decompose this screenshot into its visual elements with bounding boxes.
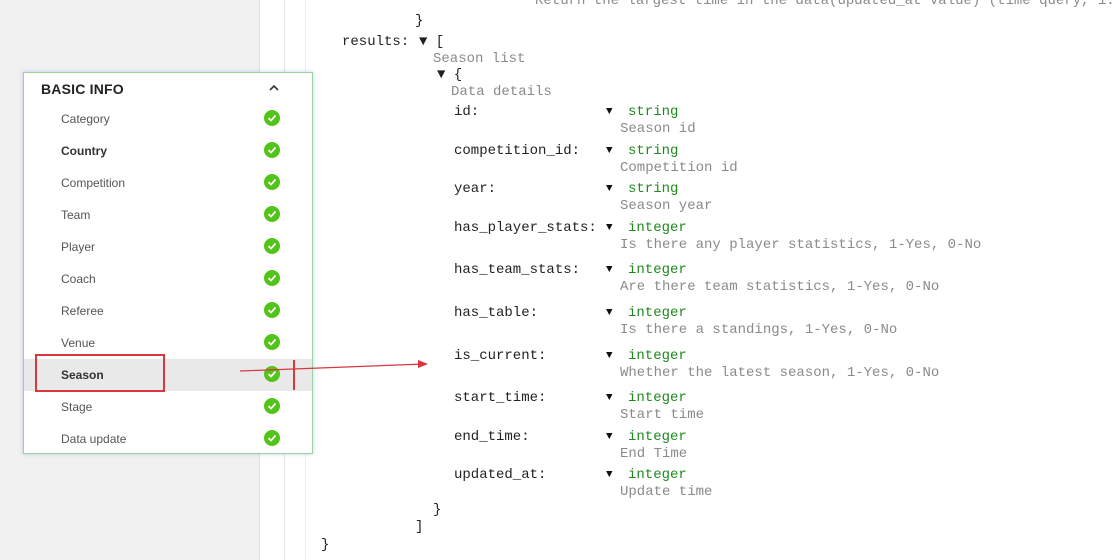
schema-comment: Return the largest time in the data(upda… bbox=[535, 0, 1115, 9]
panel-item-competition[interactable]: Competition bbox=[24, 167, 312, 199]
panel-item-team[interactable]: Team bbox=[24, 199, 312, 231]
triangle-down-icon[interactable]: ▼ bbox=[606, 307, 613, 319]
field-name: id: bbox=[454, 104, 480, 120]
panel-item-label: Category bbox=[61, 112, 110, 126]
field-name: has_team_stats: bbox=[454, 262, 581, 278]
field-type: integer bbox=[628, 262, 687, 278]
field-type: integer bbox=[628, 305, 687, 321]
triangle-down-icon[interactable]: ▼ bbox=[606, 431, 613, 443]
check-circle-icon bbox=[264, 238, 280, 254]
field-type: string bbox=[628, 181, 679, 197]
check-circle-icon bbox=[264, 174, 280, 190]
field-description: Whether the latest season, 1-Yes, 0-No bbox=[620, 365, 940, 381]
panel-item-label: Competition bbox=[61, 176, 126, 190]
triangle-down-icon[interactable]: ▼ bbox=[606, 264, 613, 276]
field-name: year: bbox=[454, 181, 497, 197]
triangle-down-icon[interactable]: ▼ bbox=[606, 106, 613, 118]
field-description: Season id bbox=[620, 121, 696, 137]
triangle-down-icon[interactable]: ▼ bbox=[606, 392, 613, 404]
panel-item-season[interactable]: Season bbox=[24, 359, 312, 391]
panel-item-label: Coach bbox=[61, 272, 96, 286]
results-array-toggle[interactable]: ▼ [ bbox=[419, 34, 445, 50]
object-toggle[interactable]: ▼ { bbox=[437, 67, 463, 83]
object-close-brace: } bbox=[433, 502, 442, 518]
results-key: results: bbox=[342, 34, 410, 50]
check-circle-icon bbox=[264, 430, 280, 446]
triangle-down-icon[interactable]: ▼ bbox=[606, 145, 613, 157]
panel-item-label: Data update bbox=[61, 432, 127, 446]
field-name: updated_at: bbox=[454, 467, 547, 483]
field-description: Start time bbox=[620, 407, 705, 423]
field-type: integer bbox=[628, 348, 687, 364]
triangle-down-icon[interactable]: ▼ bbox=[606, 222, 613, 234]
triangle-down-icon[interactable]: ▼ bbox=[606, 183, 613, 195]
field-name: start_time: bbox=[454, 390, 547, 406]
check-circle-icon bbox=[264, 142, 280, 158]
panel-item-label: Referee bbox=[61, 304, 104, 318]
field-name: has_table: bbox=[454, 305, 539, 321]
field-description: Is there a standings, 1-Yes, 0-No bbox=[620, 322, 898, 338]
field-name: competition_id: bbox=[454, 143, 581, 159]
array-close-bracket: ] bbox=[415, 519, 424, 535]
field-type: integer bbox=[628, 220, 687, 236]
panel-item-player[interactable]: Player bbox=[24, 231, 312, 263]
check-circle-icon bbox=[264, 398, 280, 414]
object-description: Data details bbox=[451, 84, 552, 100]
panel-item-label: Venue bbox=[61, 336, 96, 350]
triangle-down-icon[interactable]: ▼ bbox=[606, 469, 613, 481]
field-description: Is there any player statistics, 1-Yes, 0… bbox=[620, 237, 982, 253]
field-description: Season year bbox=[620, 198, 713, 214]
check-circle-icon bbox=[264, 302, 280, 318]
triangle-down-icon[interactable]: ▼ bbox=[606, 350, 613, 362]
panel-item-label: Country bbox=[61, 144, 107, 158]
field-type: integer bbox=[628, 390, 687, 406]
panel-item-stage[interactable]: Stage bbox=[24, 391, 312, 423]
panel-item-coach[interactable]: Coach bbox=[24, 263, 312, 295]
schema-close-brace: } bbox=[415, 13, 424, 29]
field-type: string bbox=[628, 143, 679, 159]
field-description: End Time bbox=[620, 446, 688, 462]
field-name: is_current: bbox=[454, 348, 547, 364]
panel-item-category[interactable]: Category bbox=[24, 103, 312, 135]
season-highlight-box bbox=[35, 354, 165, 392]
panel-item-label: Team bbox=[61, 208, 91, 222]
field-type: string bbox=[628, 104, 679, 120]
panel-item-referee[interactable]: Referee bbox=[24, 295, 312, 327]
field-name: has_player_stats: bbox=[454, 220, 597, 236]
panel-item-data-update[interactable]: Data update bbox=[24, 423, 312, 455]
panel-item-label: Season bbox=[61, 368, 104, 382]
chevron-up-icon[interactable] bbox=[268, 83, 280, 93]
panel-item-label: Stage bbox=[61, 400, 93, 414]
field-description: Update time bbox=[620, 484, 713, 500]
root-close-brace: } bbox=[321, 537, 330, 553]
check-circle-icon bbox=[264, 270, 280, 286]
check-circle-icon bbox=[264, 110, 280, 126]
field-name: end_time: bbox=[454, 429, 530, 445]
panel-header[interactable]: BASIC INFO bbox=[24, 73, 312, 103]
field-type: integer bbox=[628, 467, 687, 483]
panel-item-country[interactable]: Country bbox=[24, 135, 312, 167]
field-description: Competition id bbox=[620, 160, 738, 176]
field-description: Are there team statistics, 1-Yes, 0-No bbox=[620, 279, 940, 295]
panel-title: BASIC INFO bbox=[41, 81, 124, 97]
results-description: Season list bbox=[433, 51, 526, 67]
check-circle-icon bbox=[264, 206, 280, 222]
field-type: integer bbox=[628, 429, 687, 445]
check-circle-icon bbox=[264, 334, 280, 350]
panel-item-venue[interactable]: Venue bbox=[24, 327, 312, 359]
panel-item-label: Player bbox=[61, 240, 96, 254]
